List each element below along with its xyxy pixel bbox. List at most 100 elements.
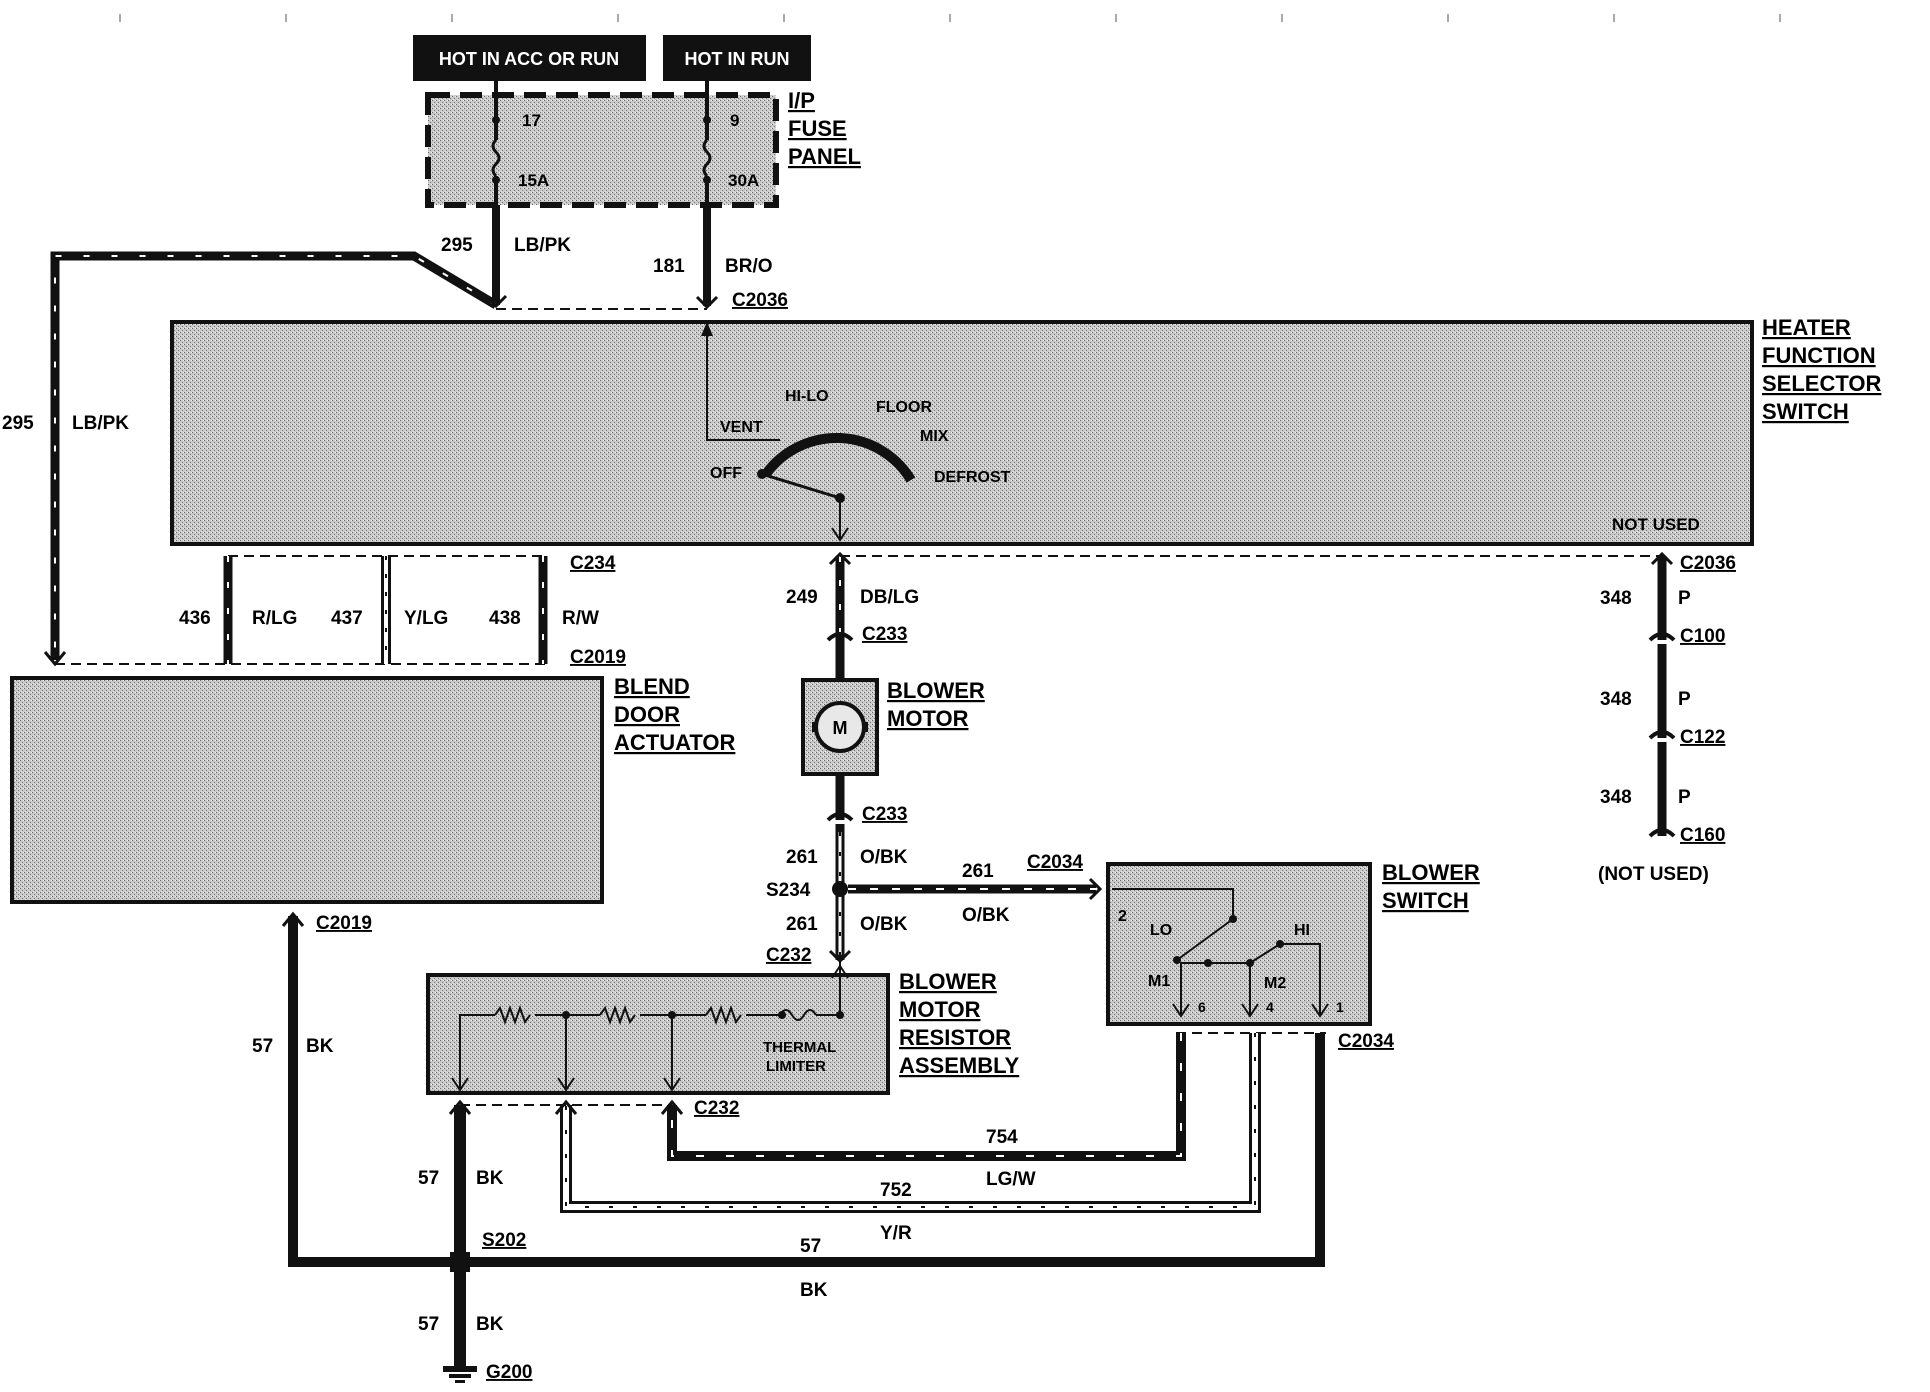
label-wires-w295-circuit: 295	[2, 413, 34, 434]
label-wires-w57-color: BK	[306, 1036, 334, 1057]
label-heater-switch-title-lines-2: SELECTOR	[1762, 371, 1882, 396]
label-blend-door-title-lines-2: ACTUATOR	[614, 730, 736, 755]
label-wires-w348-circuit: 348	[1600, 689, 1632, 710]
label-connectors-c2034: C2034	[1338, 1031, 1394, 1052]
label-wires-w57-circuit: 57	[418, 1314, 439, 1335]
label-wires-w752-circuit: 752	[880, 1180, 912, 1201]
label-connectors-c233: C233	[862, 624, 907, 645]
label-resistor-assembly-title-lines-2: RESISTOR	[899, 1025, 1011, 1050]
label-heater-switch-positions-floor: FLOOR	[876, 399, 932, 416]
label-connectors-g200: G200	[486, 1362, 532, 1383]
label-resistor-assembly-title-lines-0: BLOWER	[899, 969, 997, 994]
selector-arc	[701, 322, 916, 542]
label-fuse-panel-title-lines-0: I/P	[788, 88, 815, 113]
label-wires-w436-color: R/LG	[252, 608, 297, 629]
label-wires-w348-circuit: 348	[1600, 588, 1632, 609]
label-connectors-s234: S234	[766, 880, 811, 901]
label-wires-w437-circuit: 437	[331, 608, 363, 629]
label-wires-w348-circuit: 348	[1600, 787, 1632, 808]
label-wires-w295-color: LB/PK	[514, 235, 571, 256]
label-connectors-c122: C122	[1680, 727, 1725, 748]
label-fuse-panel-fuse-9-rating: 30A	[728, 171, 759, 190]
label-wires-w261-circuit: 261	[962, 861, 994, 882]
wire-249-dblg	[826, 551, 854, 680]
label-power-tags-run: HOT IN RUN	[685, 49, 790, 69]
heater-function-selector-switch: HEATER FUNCTION SELECTOR SWITCH NOT USED…	[170, 315, 1882, 546]
label-fuse-panel-title-lines-1: FUSE	[788, 116, 847, 141]
label-wires-w261-circuit: 261	[786, 914, 818, 935]
label-wires-w57-color: BK	[800, 1280, 828, 1301]
margin-ticks	[119, 14, 1781, 22]
label-blower-motor-title-lines-1: MOTOR	[887, 706, 969, 731]
label-heater-switch-title-lines-3: SWITCH	[1762, 399, 1849, 424]
label-blower-switch-pins-p6: 6	[1198, 999, 1206, 1015]
label-connectors-c2019: C2019	[570, 647, 626, 668]
blower-switch: 2 LO HI M1 M2 6 4 1 BLOWER SWITCH	[1106, 860, 1480, 1026]
label-wires-w181-color: BR/O	[725, 256, 773, 277]
label-wires-w754-circuit: 754	[986, 1127, 1018, 1148]
label-wires-w181-circuit: 181	[653, 256, 685, 277]
label-wires-w438-circuit: 438	[489, 608, 521, 629]
label-blend-door-title-lines-0: BLEND	[614, 674, 690, 699]
wire-754-lgw	[660, 1033, 1186, 1161]
label-connectors-c233: C233	[862, 804, 907, 825]
label-connectors-c232: C232	[766, 945, 811, 966]
wire-752-yr	[554, 1033, 1261, 1213]
label-resistor-assembly-limiter-lines-0: THERMAL	[763, 1039, 836, 1056]
label-blower-switch-title-lines-1: SWITCH	[1382, 888, 1469, 913]
label-wires-w261-color: O/BK	[962, 905, 1010, 926]
label-wires-w438-color: R/W	[562, 608, 599, 629]
label-blower-switch-contacts-lo: LO	[1150, 922, 1172, 939]
label-connectors-c2034: C2034	[1027, 852, 1083, 873]
label-fuse-panel-fuse-17-rating: 15A	[518, 171, 549, 190]
label-wires-w261-color: O/BK	[860, 847, 908, 868]
label-heater-switch-positions-mix: MIX	[920, 428, 949, 445]
label-wires-w348-color: P	[1678, 588, 1691, 609]
label-connectors-not-used: (NOT USED)	[1598, 864, 1709, 885]
label-wires-w437-color: Y/LG	[404, 608, 448, 629]
blend-door-actuator: BLEND DOOR ACTUATOR	[10, 674, 736, 904]
label-wires-w261-color: O/BK	[860, 914, 908, 935]
label-blower-switch-title-lines-0: BLOWER	[1382, 860, 1480, 885]
power-tag-run: HOT IN RUN	[663, 35, 811, 81]
fuse-9: 9 30A	[702, 81, 759, 205]
label-wires-w752-color: Y/R	[880, 1223, 912, 1244]
label-heater-switch-title-lines-1: FUNCTION	[1762, 343, 1876, 368]
power-tag-acc-run: HOT IN ACC OR RUN	[413, 35, 646, 81]
label-wires-w348-color: P	[1678, 787, 1691, 808]
label-wires-w295-circuit: 295	[441, 235, 473, 256]
label-wires-w57-circuit: 57	[252, 1036, 273, 1057]
label-wires-w436-circuit: 436	[179, 608, 211, 629]
wire-blower-ground-side	[826, 774, 854, 964]
label-fuse-panel-title-lines-2: PANEL	[788, 144, 861, 169]
label-heater-switch-title-lines-0: HEATER	[1762, 315, 1851, 340]
wire-57-bk	[281, 911, 1325, 1383]
c2036-top-label: C2036	[732, 290, 788, 311]
label-resistor-assembly-title-lines-1: MOTOR	[899, 997, 981, 1022]
label-blower-switch-pins-p2: 2	[1118, 908, 1127, 925]
label-blend-door-title-lines-1: DOOR	[614, 702, 680, 727]
wire-181-bro	[695, 205, 719, 310]
label-wires-w57-circuit: 57	[418, 1168, 439, 1189]
label-connectors-c160: C160	[1680, 825, 1725, 846]
label-blower-switch-pins-p1: 1	[1336, 999, 1344, 1015]
label-heater-switch-positions-vent: VENT	[720, 419, 763, 436]
label-fuse-panel-fuse-9-num: 9	[730, 111, 739, 130]
label-wires-w57-color: BK	[476, 1168, 504, 1189]
label-fuse-panel-fuse-17-num: 17	[522, 111, 541, 130]
label-resistor-assembly-limiter-lines-1: LIMITER	[766, 1058, 826, 1075]
label-heater-switch-positions-hilo: HI-LO	[785, 388, 829, 405]
label-heater-switch-positions-defrost: DEFROST	[934, 469, 1011, 486]
label-wires-w57-color: BK	[476, 1314, 504, 1335]
label-connectors-c2036: C2036	[1680, 553, 1736, 574]
label-wires-w348-color: P	[1678, 689, 1691, 710]
label-connectors-s202: S202	[482, 1230, 526, 1251]
label-heater-switch-not-used: NOT USED	[1612, 515, 1700, 534]
fuse-panel: 17 15A 9 30A I/P FUSE PANEL	[425, 81, 861, 208]
label-connectors-c2019: C2019	[316, 913, 372, 934]
label-wires-w57-circuit: 57	[800, 1236, 821, 1257]
wire-348-p	[1648, 551, 1676, 838]
label-wires-w754-color: LG/W	[986, 1169, 1036, 1190]
blower-motor: M BLOWER MOTOR	[801, 678, 985, 776]
